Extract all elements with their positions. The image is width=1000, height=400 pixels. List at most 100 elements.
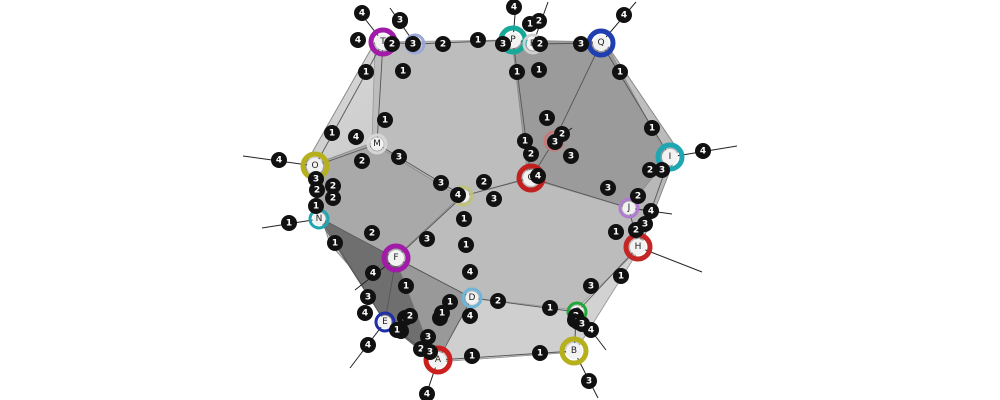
edge-C-H xyxy=(576,246,639,313)
node-J[interactable]: J xyxy=(618,197,640,219)
port-badge: 2 xyxy=(630,188,646,204)
node-ring xyxy=(559,336,589,366)
port-badge: 3 xyxy=(563,148,579,164)
badge-label: 3 xyxy=(425,333,431,343)
port-badge: 4 xyxy=(506,0,522,15)
badge-dot xyxy=(495,36,511,52)
port-badge: 3 xyxy=(391,149,407,165)
node-F[interactable]: F xyxy=(381,243,411,273)
badge-label: 4 xyxy=(535,172,541,182)
badge-dot xyxy=(644,120,660,136)
badge-label: 4 xyxy=(355,36,361,46)
badge-dot xyxy=(308,198,324,214)
port-badge: 2 xyxy=(402,308,418,324)
port-badge: 1 xyxy=(542,300,558,316)
badge-label: 2 xyxy=(635,192,641,202)
badge-dot xyxy=(456,211,472,227)
badge-dot xyxy=(435,36,451,52)
port-badge: 1 xyxy=(308,198,324,214)
node-core xyxy=(662,149,678,165)
badge-label: 4 xyxy=(365,341,371,351)
port-badge: 4 xyxy=(462,308,478,324)
badge-dot xyxy=(377,112,393,128)
badge-label: 4 xyxy=(276,156,282,166)
badge-label: 1 xyxy=(544,114,550,124)
badge-label: 3 xyxy=(659,166,665,176)
node-core xyxy=(378,315,392,329)
badge-label: 1 xyxy=(461,215,467,225)
badge-label: 4 xyxy=(362,309,368,319)
node-ring xyxy=(366,133,388,155)
port-badge: 3 xyxy=(637,216,653,232)
node-I[interactable]: I xyxy=(655,142,685,172)
badge-dot xyxy=(325,190,341,206)
badge-dot xyxy=(600,180,616,196)
badge-label: 1 xyxy=(439,309,445,319)
badge-label: 1 xyxy=(649,124,655,134)
port-badge: 3 xyxy=(405,36,421,52)
port-badge: 1 xyxy=(398,278,414,294)
badge-dot xyxy=(395,63,411,79)
node-core xyxy=(630,239,646,255)
port-badge: 3 xyxy=(600,180,616,196)
node-Q[interactable]: Q xyxy=(586,28,616,58)
badge-label: 4 xyxy=(359,9,365,19)
badge-label: 2 xyxy=(389,40,395,50)
port-badge: 3 xyxy=(574,316,590,332)
node-D[interactable]: D xyxy=(461,287,483,309)
port-badge: 3 xyxy=(654,162,670,178)
node-core xyxy=(593,35,609,51)
badge-dot xyxy=(402,308,418,324)
badge-label: 1 xyxy=(514,68,520,78)
port-badge: 4 xyxy=(530,168,546,184)
badge-dot xyxy=(695,143,711,159)
badge-label: 4 xyxy=(455,191,461,201)
node-ring xyxy=(586,28,616,58)
badge-dot xyxy=(354,153,370,169)
node-core xyxy=(307,158,323,174)
edge-N-E xyxy=(318,218,386,323)
badge-dot xyxy=(573,36,589,52)
badge-dot xyxy=(433,175,449,191)
badge-label: 2 xyxy=(369,229,375,239)
badge-dot xyxy=(419,231,435,247)
node-ring xyxy=(423,345,453,375)
badge-label: 1 xyxy=(329,129,335,139)
badge-label: 3 xyxy=(424,235,430,245)
badge-dot xyxy=(327,235,343,251)
badge-dot xyxy=(309,182,325,198)
node-B[interactable]: B xyxy=(559,336,589,366)
node-label: E xyxy=(382,317,388,327)
port-badge: 2 xyxy=(364,225,380,241)
badge-label: 1 xyxy=(475,36,481,46)
node-M[interactable]: M xyxy=(366,133,388,155)
port-badge: 4 xyxy=(357,305,373,321)
edge-A-B xyxy=(437,350,575,361)
badge-dot xyxy=(654,162,670,178)
badge-dot xyxy=(389,322,405,338)
badge-dot xyxy=(642,162,658,178)
port-badge: 4 xyxy=(271,152,287,168)
badge-label: 3 xyxy=(642,220,648,230)
node-core xyxy=(465,291,479,305)
port-badge: 3 xyxy=(360,289,376,305)
badge-label: 2 xyxy=(359,157,365,167)
node-A[interactable]: A xyxy=(423,345,453,375)
port-badge: 3 xyxy=(547,134,563,150)
badge-label: 2 xyxy=(647,166,653,176)
port-badge-layer: 1124121341231241342312312341342113412412… xyxy=(271,0,711,400)
badge-label: 4 xyxy=(588,326,594,336)
port-badge: 1 xyxy=(389,322,405,338)
port-badge: 2 xyxy=(490,293,506,309)
port-badge: 1 xyxy=(612,64,628,80)
badge-dot xyxy=(608,224,624,240)
port-badge: 3 xyxy=(573,36,589,52)
port-badge: 2 xyxy=(531,13,547,29)
badge-label: 4 xyxy=(467,312,473,322)
badge-dot xyxy=(581,373,597,389)
badge-dot xyxy=(354,5,370,21)
node-E[interactable]: E xyxy=(374,311,396,333)
badge-label: 2 xyxy=(633,226,639,236)
port-badge: 2 xyxy=(476,174,492,190)
